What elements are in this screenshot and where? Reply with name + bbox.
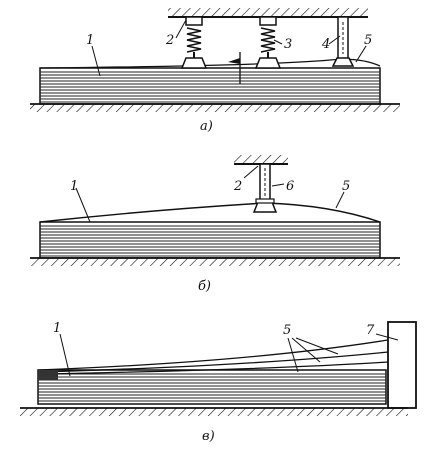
fanned-sheets [37, 339, 389, 375]
label-b-1: 1 [70, 179, 78, 194]
label-c-5: 5 [283, 323, 291, 338]
panel-b: 1 2 6 5 б) [30, 155, 400, 294]
label-c-1: 1 [53, 321, 61, 336]
caption-a: а) [200, 119, 213, 134]
label-a-3: 3 [284, 37, 292, 52]
label-a-4: 4 [321, 37, 330, 52]
caption-c: в) [202, 429, 215, 444]
label-b-5: 5 [342, 179, 350, 194]
spring-icon [260, 27, 276, 53]
rigid-foot [331, 16, 355, 67]
top-sheet [39, 202, 381, 223]
panel-c: 1 5 7 в) [20, 321, 417, 444]
label-a-1: 1 [86, 33, 94, 48]
ground-hatching [20, 408, 408, 416]
panel-a: 1 2 3 4 5 а) [30, 8, 400, 134]
ground-hatching [30, 104, 400, 112]
ceiling-hatching [168, 8, 368, 17]
rod-foot [252, 163, 278, 213]
layer-stack [37, 369, 387, 405]
ground-hatching [30, 258, 400, 266]
label-b-2: 2 [233, 179, 242, 194]
spring-icon [186, 27, 202, 53]
direction-marker [228, 52, 241, 84]
top-sheet [39, 58, 381, 69]
press-foot-2 [254, 16, 282, 69]
layer-stack [39, 221, 381, 259]
caption-b: б) [198, 279, 211, 294]
press-foot-1 [180, 16, 208, 69]
label-a-5: 5 [364, 33, 372, 48]
label-c-7: 7 [366, 323, 375, 338]
layer-stack [39, 67, 381, 105]
label-b-6: 6 [286, 179, 294, 194]
left-edge-mark [38, 370, 58, 380]
label-a-2: 2 [165, 33, 174, 48]
ceiling-hatching [234, 155, 288, 164]
stop-block [387, 321, 417, 409]
